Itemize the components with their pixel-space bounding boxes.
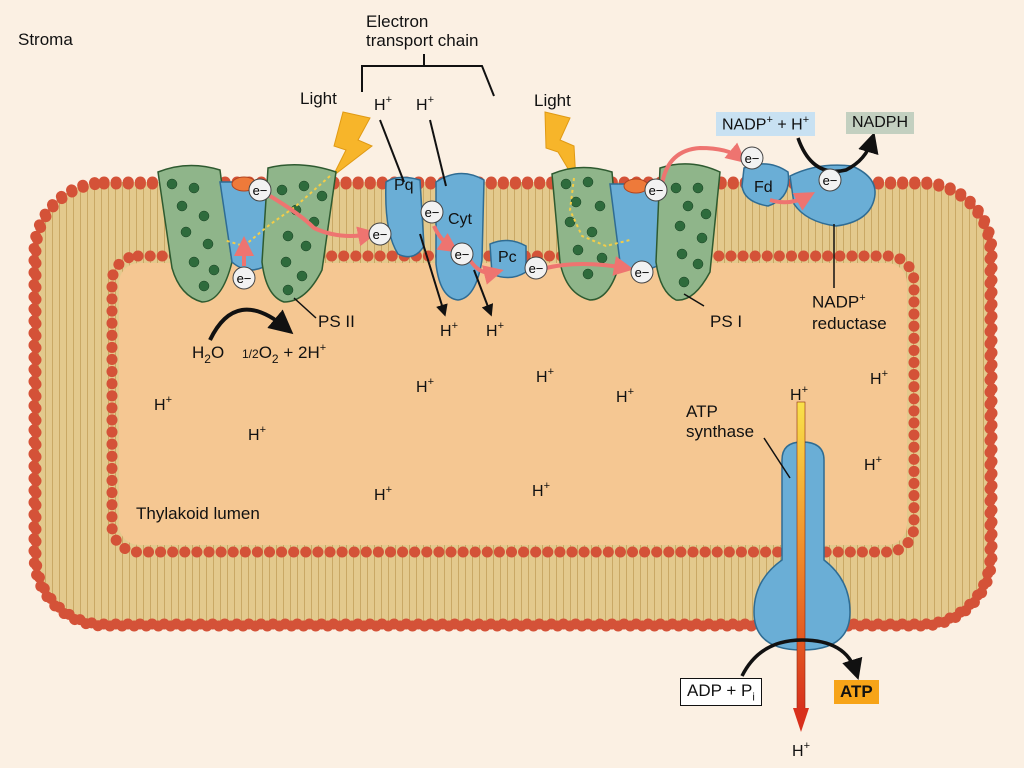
electron-fd: e− [740,146,764,170]
ps2-pigment-dots [166,178,328,296]
thylakoid-lumen [119,263,907,545]
light-bolt-left [332,111,373,177]
h-ion-atp-top: H+ [790,384,808,404]
membrane-outer-heads [30,178,996,630]
svg-text:e−: e− [823,173,838,188]
atp-synthase-pointer [763,437,791,479]
water-split-arrow [208,307,294,341]
electron-path-fd-reductase [769,192,815,211]
h-ion-cyt-top: H+ [416,94,434,114]
h-ion-lumen-6: H+ [374,484,392,504]
proton-channel [796,401,806,711]
nadph-arrow [796,131,879,173]
electron-ps1-bottom: e− [630,260,654,284]
electron-ps1-top: e− [644,178,668,202]
ps1-energy-transfer [568,177,631,248]
ps1-pigment-dots [560,176,712,288]
h-ion-lumen-9: H+ [864,454,882,474]
nadp-reductase-label-line1: NADP+ [812,292,866,312]
electron-path-pc-ps1 [545,256,634,276]
h-ion-pq-bottom: H+ [440,320,458,340]
light-bolt-right [544,111,577,183]
nadp-reductase [789,164,876,227]
ps2-pointer [293,297,317,319]
h-ion-lumen-7: H+ [532,480,550,500]
svg-text:e−: e− [635,265,650,280]
electron-path-pq-cyt [432,225,459,253]
thylakoid-lumen-label: Thylakoid lumen [136,504,260,523]
h-ion-lumen-2: H+ [248,424,266,444]
h-ion-cyt-bottom: H+ [486,320,504,340]
cyt-label: Cyt [448,211,473,228]
h-ion-lumen-4: H+ [536,366,554,386]
ps1-label: PS I [710,312,743,331]
h-ion-lumen-3: H+ [416,376,434,396]
cytochrome [435,172,485,301]
stroma-label: Stroma [18,30,73,49]
svg-text:e−: e− [425,205,440,220]
h-ion-lumen-5: H+ [616,386,634,406]
electron-pc: e− [524,256,548,280]
electron-reductase: e− [818,168,842,192]
ps1-reaction-center [623,178,649,194]
electron-flow [234,142,815,285]
ps2-energy-transfer [223,175,331,248]
photosystem-2 [157,164,337,303]
photosystem-1 [551,163,721,301]
ps1-right-lobe [655,163,721,301]
h-arrow-cyt-in [429,119,447,187]
ferredoxin [741,163,790,207]
electron-path-ps2-pq [268,194,378,247]
light-label-left: Light [300,89,337,108]
svg-text:e−: e− [649,183,664,198]
atp-arrow [740,638,863,681]
electron-cyt: e− [450,242,474,266]
electron-ps2-water: e− [232,266,256,290]
svg-text:e−: e− [455,247,470,262]
oxygen-equation: 1/2O2 + 2H+ [242,342,326,366]
svg-text:e−: e− [745,151,760,166]
electron-pq: e− [368,222,392,246]
proton-exit-arrow [793,708,809,732]
adp-pi-box: ADP + Pi [680,678,762,707]
electron-path-cyt-pc [468,258,504,285]
svg-text:e−: e− [237,271,252,286]
electron-ps2-center: e− [248,178,272,202]
light-label-right: Light [534,91,571,110]
svg-text:e−: e− [373,227,388,242]
etc-bracket [361,54,495,97]
h-arrow-pq-in [379,119,405,183]
atp-synthase-label-line2: synthase [686,422,755,441]
h-arrow-pq-out [419,233,448,317]
nadph-box: NADPH [846,112,915,134]
h-ion-lumen-1: H+ [154,394,172,414]
atp-box: ATP [834,680,879,704]
atp-synthase-label-line1: ATP [686,402,718,421]
ps2-right-lobe [261,164,337,303]
etc-label-line2: transport chain [366,31,479,50]
h-arrow-cyt-out [473,269,494,317]
ps1-pointer [683,293,705,307]
fd-label: Fd [754,179,773,196]
pq-label: Pq [394,177,414,194]
electron-pq-cyt: e− [420,200,444,224]
etc-label-line1: Electron [366,12,429,31]
h-ion-pq-top: H+ [374,94,392,114]
svg-text:e−: e− [253,183,268,198]
nadp-plus-h-box: NADP+ + H+ [716,112,816,137]
pc-label: Pc [498,249,517,266]
h-ion-lumen-8: H+ [870,368,888,388]
ps2-label: PS II [318,312,355,331]
proton-and-reaction-arrows [208,119,879,681]
water-label: H2O [192,343,224,366]
nadp-reductase-label-line2: reductase [812,314,887,333]
electron-markers: e− e− e− e− e− e− e− e− e− e− [232,146,842,290]
h-ion-atp-bottom: H+ [792,740,810,760]
electron-path-ps1-fd [660,142,747,185]
svg-text:e−: e− [529,261,544,276]
